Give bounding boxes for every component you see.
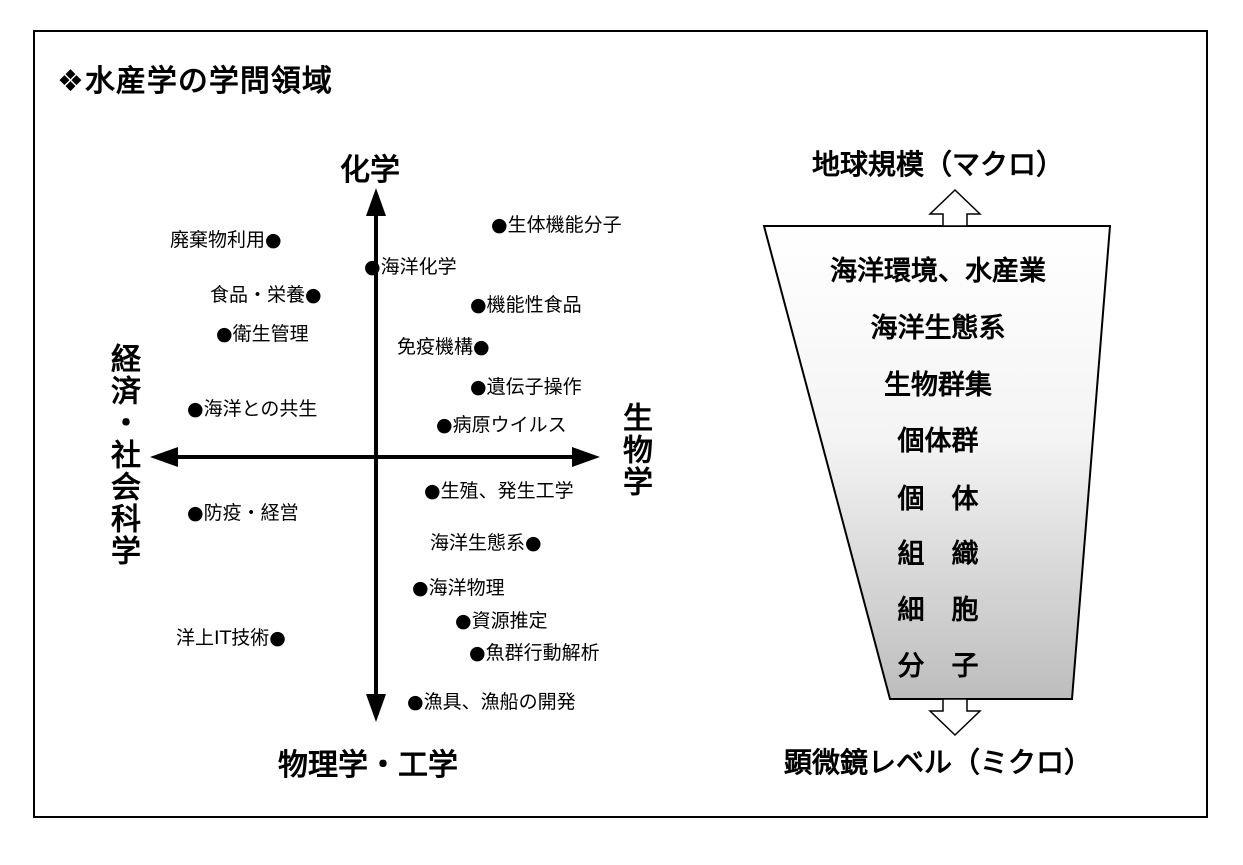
item-marine-physics: ●海洋物理	[412, 577, 505, 599]
scale-level-environment-industry: 海洋環境、水産業	[830, 256, 1046, 287]
item-pathogenic-virus: ●病原ウイルス	[436, 414, 567, 436]
micro-arrow-icon	[928, 698, 982, 737]
scale-level-tissue: 組 織	[897, 539, 979, 570]
item-marine-chemistry: ●海洋化学	[364, 256, 457, 278]
item-immune-mechanism: 免疫機構●	[397, 336, 490, 358]
item-coexistence-with-ocean: ●海洋との共生	[187, 398, 318, 420]
axis-label-biology: 生物学	[617, 402, 652, 498]
diagram-frame	[33, 30, 1208, 818]
item-fishing-gear-vessel-development: ●漁具、漁船の開発	[407, 691, 576, 713]
item-hygiene-management: ●衛生管理	[216, 323, 309, 345]
diagram-title: ❖水産学の学問領域	[57, 64, 333, 99]
axis-label-physics-engineering: 物理学・工学	[278, 748, 458, 783]
scale-level-ecosystem: 海洋生態系	[870, 313, 1006, 344]
item-fish-school-behavior-analysis: ●魚群行動解析	[469, 642, 600, 664]
scale-label-micro: 顕微鏡レベル（ミクロ）	[783, 746, 1092, 779]
scale-level-molecule: 分 子	[897, 651, 979, 682]
item-gene-manipulation: ●遺伝子操作	[470, 376, 582, 398]
item-biofunctional-molecules: ●生体機能分子	[491, 214, 622, 236]
item-functional-foods: ●機能性食品	[470, 294, 582, 316]
item-resource-estimation: ●資源推定	[455, 610, 548, 632]
scale-level-individual: 個 体	[897, 484, 979, 515]
scale-level-cell: 細 胞	[897, 595, 979, 626]
item-offshore-it: 洋上IT技術●	[176, 627, 286, 649]
macro-arrow-icon	[928, 188, 982, 227]
scale-level-population: 個体群	[897, 426, 979, 457]
item-epidemic-prevention-management: ●防疫・経営	[187, 502, 299, 524]
item-reproduction-developmental-engineering: ●生殖、発生工学	[424, 480, 574, 502]
item-marine-ecosystem: 海洋生態系●	[430, 532, 542, 554]
item-food-nutrition: 食品・栄養●	[210, 284, 322, 306]
scale-funnel	[762, 225, 1112, 700]
axis-label-economics-social-science: 経済・社会科学	[105, 343, 140, 567]
axis-label-chemistry: 化学	[340, 153, 400, 188]
scale-level-community: 生物群集	[884, 370, 992, 401]
scale-label-macro: 地球規模（マクロ）	[811, 148, 1064, 181]
item-waste-utilization: 廃棄物利用●	[170, 229, 282, 251]
horizontal-axis	[150, 447, 600, 467]
